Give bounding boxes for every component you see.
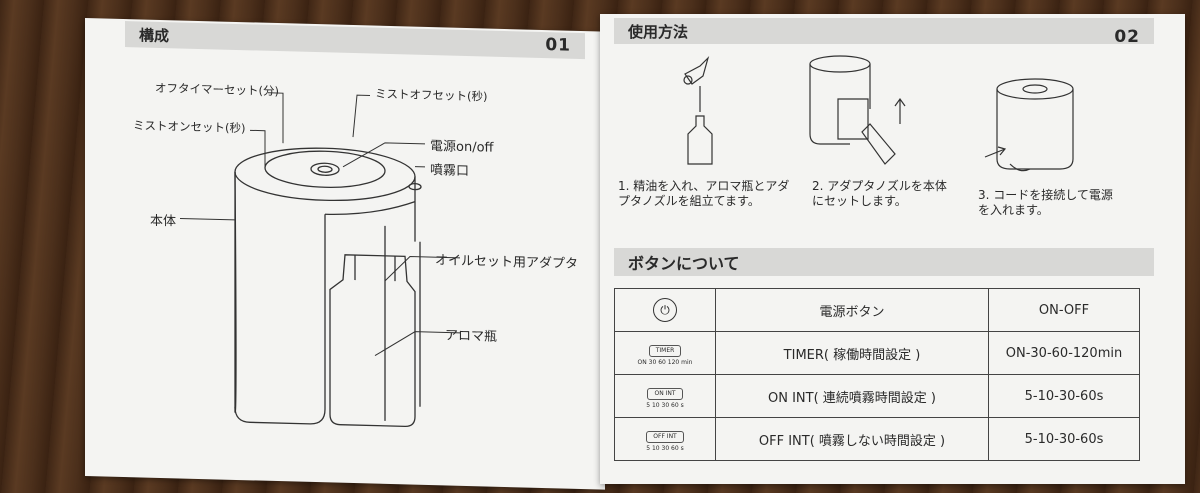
label-power: 電源on/off — [430, 139, 494, 156]
button-name: OFF INT( 噴霧しない時間設定 ) — [715, 417, 989, 461]
on-int-dial-icon: ON INT — [647, 387, 683, 400]
power-icon-cell: ⏻ — [614, 288, 716, 332]
label-mist-off: ミストオフセット(秒) — [375, 86, 488, 104]
timer-dial-icon: TIMER — [648, 344, 682, 357]
button-values: ON-30-60-120min — [988, 331, 1140, 375]
button-reference-table: ⏻ 電源ボタン ON-OFF TIMER ON 30 60 120 min TI… — [614, 288, 1140, 461]
button-values: 5-10-30-60s — [988, 417, 1140, 461]
manual-page-left: 構成 01 — [85, 18, 605, 490]
label-nozzle: 噴霧口 — [430, 163, 470, 180]
table-row: ON INT 5 10 30 60 s ON INT( 連続噴霧時間設定 ) 5… — [614, 374, 1140, 418]
step-3-text: 3. コードを接続して電源を入れます。 — [978, 188, 1113, 217]
section-header-buttons: ボタンについて — [614, 248, 1154, 276]
page-number: 02 — [1114, 27, 1140, 47]
label-oil-adapter: オイルセット用アダプタ — [435, 253, 579, 272]
power-icon: ⏻ — [653, 298, 677, 322]
table-row: ⏻ 電源ボタン ON-OFF — [614, 288, 1140, 332]
button-name: 電源ボタン — [715, 288, 989, 332]
section-title: 使用方法 — [628, 22, 689, 41]
button-values: ON-OFF — [988, 288, 1140, 332]
table-row: OFF INT 5 10 30 60 s OFF INT( 噴霧しない時間設定 … — [614, 417, 1140, 461]
timer-icon-cell: TIMER ON 30 60 120 min — [614, 331, 716, 375]
section-header-usage: 使用方法 02 — [614, 18, 1154, 47]
timer-scale: ON 30 60 120 min — [637, 358, 693, 366]
step-2-text: 2. アダプタノズルを本体にセットします。 — [812, 179, 947, 208]
off-int-dial-icon: OFF INT — [646, 430, 684, 443]
button-name: TIMER( 稼働時間設定 ) — [715, 331, 989, 375]
on-int-scale: 5 10 30 60 s — [646, 401, 684, 409]
off-int-icon-cell: OFF INT 5 10 30 60 s — [614, 417, 716, 461]
manual-page-right: 使用方法 02 1. 精油を入れ、アロマ瓶とアダプタノズルを組立てます。 2. … — [600, 14, 1185, 484]
on-int-icon-cell: ON INT 5 10 30 60 s — [614, 374, 716, 418]
table-row: TIMER ON 30 60 120 min TIMER( 稼働時間設定 ) O… — [614, 331, 1140, 375]
label-body: 本体 — [150, 213, 177, 230]
buttons-section-title: ボタンについて — [628, 254, 740, 273]
step-1-text: 1. 精油を入れ、アロマ瓶とアダプタノズルを組立てます。 — [618, 179, 790, 208]
button-values: 5-10-30-60s — [988, 374, 1140, 418]
button-name: ON INT( 連続噴霧時間設定 ) — [715, 374, 989, 418]
label-mist-on: ミストオンセット(秒) — [133, 118, 246, 136]
diffuser-diagram — [180, 92, 460, 428]
label-off-timer: オフタイマーセット(分) — [155, 80, 279, 99]
off-int-scale: 5 10 30 60 s — [646, 444, 684, 452]
label-aroma-bottle: アロマ瓶 — [445, 328, 498, 345]
usage-illustrations — [683, 55, 1074, 172]
